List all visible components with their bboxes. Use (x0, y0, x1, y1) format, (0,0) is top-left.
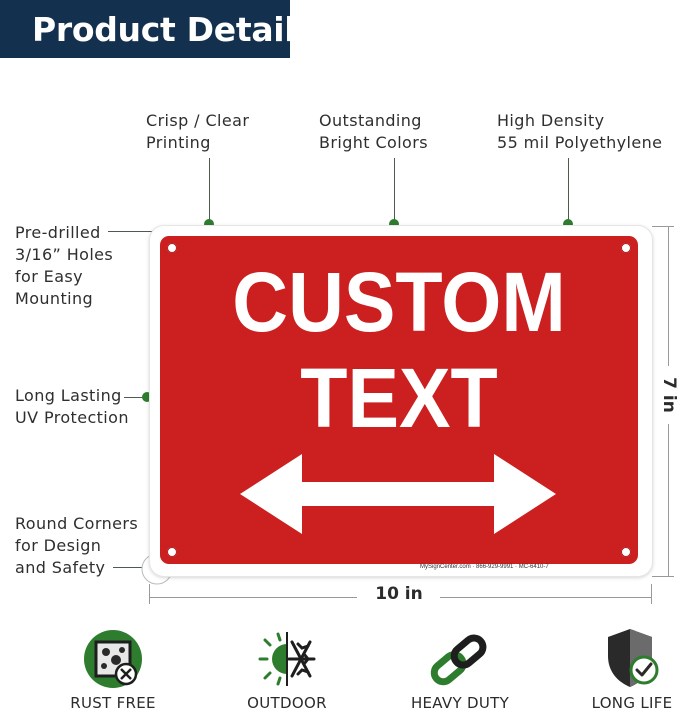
feature-label-long-life: LONG LIFE (591, 694, 673, 712)
callout-printing-line2: Printing (146, 133, 211, 152)
callout-uv-dot (142, 392, 152, 402)
callout-corners: Round Corners for Design and Safety (15, 513, 138, 579)
callout-corners-line3: and Safety (15, 558, 106, 577)
feature-label-heavy-duty: HEAVY DUTY (410, 694, 510, 712)
callout-density-leader (568, 158, 569, 220)
callout-density: High Density 55 mil Polyethylene (497, 110, 662, 154)
callout-corners-leader (113, 567, 145, 568)
callout-colors-line1: Outstanding (319, 111, 422, 130)
height-dim-line-top (668, 226, 669, 366)
callout-density-line2: 55 mil Polyethylene (497, 133, 663, 152)
width-dim-line-right (440, 597, 651, 598)
feature-label-outdoor: OUTDOOR (247, 694, 327, 712)
callout-printing: Crisp / Clear Printing (146, 110, 249, 154)
callout-corners-line1: Round Corners (15, 514, 139, 533)
callout-printing-leader (209, 158, 210, 220)
page-title: Product Details (32, 10, 315, 49)
callout-holes: Pre-drilled 3/16” Holes for Easy Mountin… (15, 222, 113, 310)
callout-density-dot (563, 219, 573, 229)
sign-text-line1: CUSTOM (232, 255, 566, 349)
width-dimension: 10 in (375, 584, 423, 604)
rust-free-icon (84, 630, 142, 688)
callout-printing-line1: Crisp / Clear (146, 111, 250, 130)
callout-corners-line2: for Design (15, 536, 102, 555)
callout-printing-dot (204, 219, 214, 229)
width-dim-line-left (149, 597, 357, 598)
height-dim-top-tick (652, 226, 674, 227)
callout-uv-line1: Long Lasting (15, 386, 122, 405)
double-arrow-icon (240, 454, 556, 534)
callout-density-line1: High Density (497, 111, 605, 130)
callout-colors-dot (389, 219, 399, 229)
callout-colors-leader (394, 158, 395, 220)
callout-holes-line4: Mounting (15, 289, 94, 308)
sign-footer-text: MySignCenter.com · 866-929-9991 · MC-641… (420, 564, 549, 570)
sign-text-line2: TEXT (300, 351, 498, 445)
callout-colors-line2: Bright Colors (319, 133, 428, 152)
shield-check-icon (608, 629, 659, 687)
callout-holes-line2: 3/16” Holes (15, 245, 114, 264)
callout-holes-line3: for Easy (15, 267, 84, 286)
mounting-hole (621, 243, 631, 253)
callout-holes-line1: Pre-drilled (15, 223, 101, 242)
width-dim-left-tick (149, 584, 150, 604)
chain-link-icon (430, 634, 487, 686)
callout-uv: Long Lasting UV Protection (15, 385, 129, 429)
mounting-hole (621, 547, 631, 557)
sign-face (160, 236, 638, 564)
header-banner (0, 0, 290, 58)
callout-uv-line2: UV Protection (15, 408, 129, 427)
feature-label-rust-free: RUST FREE (70, 694, 156, 712)
callout-colors: Outstanding Bright Colors (319, 110, 428, 154)
callout-holes-leader (108, 231, 154, 232)
width-dim-right-tick (651, 584, 652, 604)
mounting-hole (167, 243, 177, 253)
height-dimension: 7 in (659, 377, 679, 413)
height-dim-line-bottom (668, 424, 669, 576)
sun-snowflake-icon (258, 632, 316, 686)
height-dim-bottom-tick (652, 576, 674, 577)
mounting-hole (167, 547, 177, 557)
callout-uv-leader (124, 397, 144, 398)
